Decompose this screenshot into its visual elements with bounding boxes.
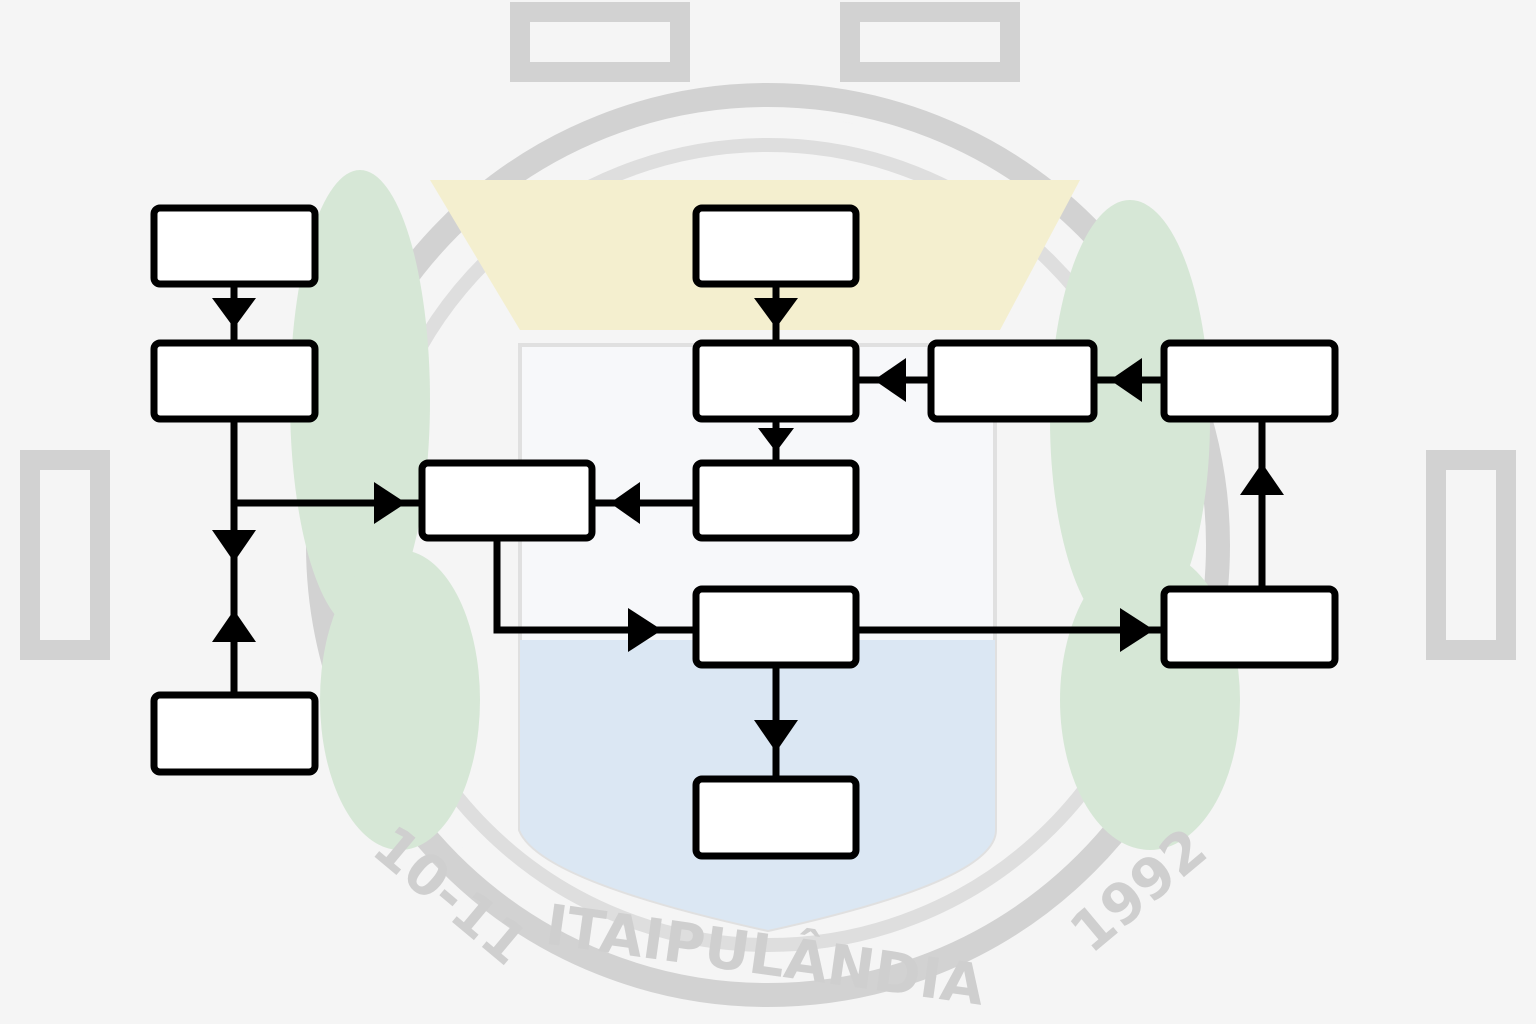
node-box[interactable]: [1160, 585, 1339, 669]
arrow-right-icon: [628, 608, 662, 652]
node-box[interactable]: [692, 585, 860, 669]
node-box[interactable]: [150, 691, 319, 776]
node-box[interactable]: [150, 339, 319, 423]
arrowheads: [212, 298, 1284, 752]
arrow-left-icon: [874, 358, 906, 402]
edge-n4-n10: [493, 538, 695, 634]
arrow-left-icon: [610, 482, 640, 524]
gear-teeth: [20, 2, 1516, 660]
arrow-right-icon: [374, 482, 406, 524]
arrow-down-icon: [212, 530, 256, 562]
arrow-down-icon: [758, 428, 794, 452]
node-box[interactable]: [150, 204, 319, 288]
arrow-down-icon: [754, 298, 798, 328]
node-box[interactable]: [418, 459, 596, 542]
node-box[interactable]: [692, 459, 860, 542]
arrow-down-icon: [212, 298, 256, 328]
node-box[interactable]: [1160, 339, 1339, 423]
node-box[interactable]: [692, 775, 860, 860]
arrow-down-icon: [754, 720, 798, 752]
node-box[interactable]: [692, 339, 860, 423]
arrow-up-icon: [1240, 463, 1284, 495]
leaves-decoration: [290, 170, 1240, 850]
node-box[interactable]: [927, 339, 1098, 423]
node-box[interactable]: [692, 204, 860, 288]
arrow-left-icon: [1110, 358, 1142, 402]
arrow-right-icon: [1120, 608, 1154, 652]
arrow-up-icon: [212, 610, 256, 642]
nodes: [150, 204, 1339, 860]
